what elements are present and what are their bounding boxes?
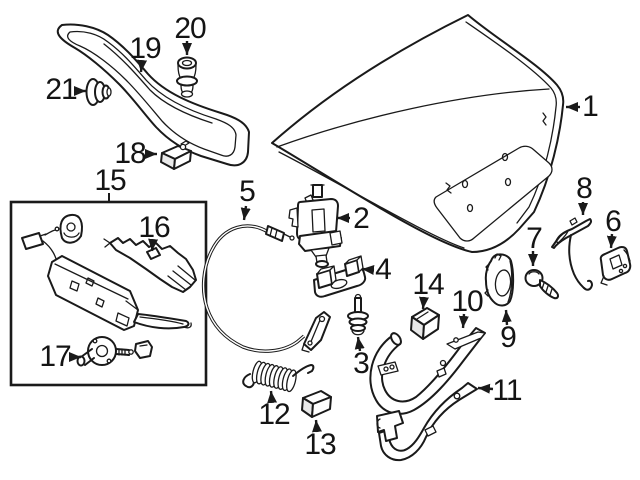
part-10-hinge-arm: [369, 327, 486, 415]
callout-7[interactable]: 7: [526, 222, 543, 255]
part-14-clip: [410, 307, 440, 340]
callout-11[interactable]: 11: [492, 374, 522, 407]
callout-14[interactable]: 14: [412, 268, 444, 301]
part-17-lock-cylinder: [76, 336, 153, 367]
part-2-lock-actuator: [288, 184, 343, 268]
callout-8[interactable]: 8: [576, 172, 593, 205]
part-9-lock-cover: [484, 253, 515, 307]
callout-20[interactable]: 20: [174, 12, 206, 45]
part-3-stop-buffer: [347, 293, 369, 336]
part-19-weatherstrip: [56, 23, 250, 167]
callout-10[interactable]: 10: [451, 285, 483, 318]
part-5-release-cable: [201, 224, 331, 353]
callout-arrow-4: [361, 265, 375, 275]
callout-arrow-19: [137, 59, 148, 73]
callout-arrow-12: [267, 390, 278, 404]
part-6-striker-plate: [599, 246, 632, 286]
callout-arrow-16: [148, 238, 159, 252]
callout-12[interactable]: 12: [258, 398, 290, 431]
callout-4[interactable]: 4: [375, 253, 392, 286]
callout-arrow-6: [606, 233, 617, 249]
callout-3[interactable]: 3: [353, 347, 370, 380]
callout-21[interactable]: 21: [45, 73, 77, 106]
callout-1[interactable]: 1: [582, 90, 599, 123]
callout-arrow-13: [312, 419, 322, 433]
callout-arrow-3: [354, 336, 365, 352]
callout-6[interactable]: 6: [605, 205, 622, 238]
part-4-latch-plate: [313, 255, 367, 298]
callout-15[interactable]: 15: [94, 164, 126, 197]
callout-16[interactable]: 16: [138, 211, 170, 244]
callout-arrow-11: [477, 383, 494, 394]
part-18-license-lamp: [160, 140, 192, 170]
part-8-handle-bracket: [551, 217, 593, 291]
callout-arrow-14: [419, 296, 429, 310]
callout-arrow-9: [501, 309, 512, 326]
callout-19[interactable]: 19: [129, 32, 161, 65]
callout-17[interactable]: 17: [39, 340, 71, 373]
part-1-trunk-lid: [271, 14, 565, 253]
part-11-hinge-arm: [376, 382, 478, 462]
callout-5[interactable]: 5: [239, 175, 256, 208]
callout-arrows: [69, 41, 617, 433]
callout-arrow-5: [240, 205, 251, 221]
callout-2[interactable]: 2: [353, 202, 370, 235]
part-15-lock-assembly-box: [9, 200, 208, 387]
part-12-spring: [242, 360, 315, 393]
callout-arrow-10: [458, 313, 469, 329]
callout-18[interactable]: 18: [114, 137, 146, 170]
part-7-bolt: [524, 269, 559, 300]
callout-9[interactable]: 9: [500, 321, 517, 354]
part-20-grommet: [176, 56, 198, 98]
part-21-grommet: [85, 78, 112, 106]
callout-13[interactable]: 13: [304, 428, 336, 461]
part-13-block: [301, 390, 332, 418]
